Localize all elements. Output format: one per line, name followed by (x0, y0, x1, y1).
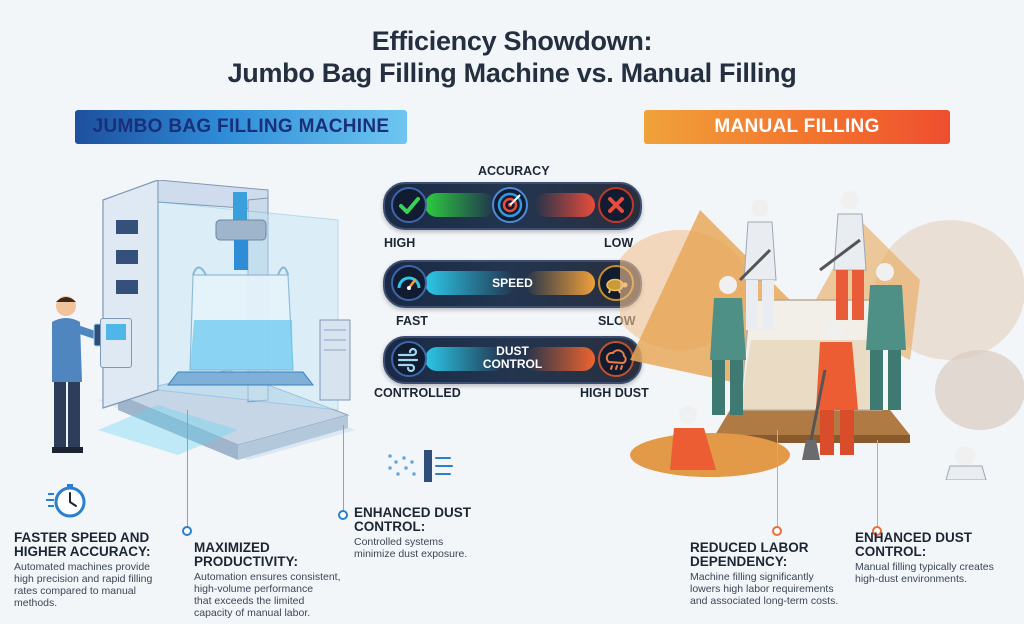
caption-faster-speed: FASTER SPEED AND HIGHER ACCURACY: Automa… (14, 530, 184, 610)
check-icon (391, 187, 427, 223)
caption-productivity-body-2: that exceeds the limited (194, 595, 305, 607)
caption-faster-body-2: rates compared to manual (14, 585, 136, 597)
dust-control-label-line2: CONTROL (482, 357, 543, 371)
accuracy-label: ACCURACY (478, 164, 550, 178)
caption-dust-left-head1: ENHANCED DUST (354, 505, 472, 520)
caption-dust-left-body-0: Controlled systems (354, 536, 444, 548)
machine-banner: JUMBO BAG FILLING MACHINE (75, 110, 407, 144)
caption-productivity-head1: MAXIMIZED (194, 540, 270, 555)
target-icon (492, 187, 528, 223)
page-title-line2: Jumbo Bag Filling Machine vs. Manual Fil… (227, 58, 797, 88)
caption-productivity-body-0: Automation ensures consistent, (194, 571, 341, 583)
caption-faster-head1: FASTER SPEED AND (14, 530, 150, 545)
control-panel (100, 318, 132, 368)
labor-marker (772, 526, 782, 536)
caption-labor-body-2: and associated long-term costs. (690, 595, 839, 607)
productivity-marker (182, 526, 192, 536)
manual-banner-label: MANUAL FILLING (714, 116, 880, 137)
caption-labor-body-0: Machine filling significantly (690, 571, 814, 583)
dust-right-marker (872, 526, 882, 536)
dust-filter-icon (388, 450, 453, 482)
dust-control-label: DUST CONTROL (385, 345, 640, 371)
manual-banner: MANUAL FILLING (644, 110, 950, 144)
caption-dust-right-body-1: high-dust environments. (855, 573, 968, 585)
dust-left-marker (338, 510, 348, 520)
accuracy-bar (383, 182, 642, 230)
machine-operator-figure (52, 296, 113, 453)
speedometer-icon (391, 265, 427, 301)
caption-labor-body-1: lowers high labor requirements (690, 583, 834, 595)
speed-bar: SPEED (383, 260, 642, 308)
caption-dust-right: ENHANCED DUST CONTROL: Manual filling ty… (855, 530, 1020, 586)
caption-faster-body-3: methods. (14, 597, 58, 609)
caption-dust-left: ENHANCED DUST CONTROL: Controlled system… (354, 505, 514, 561)
caption-faster-body-1: high precision and rapid filling (14, 573, 153, 585)
caption-productivity: MAXIMIZED PRODUCTIVITY: Automation ensur… (194, 540, 374, 620)
accuracy-right-value: LOW (604, 236, 634, 250)
dust-control-label-line1: DUST (496, 344, 529, 358)
speed-left-value: FAST (396, 314, 428, 328)
stopwatch-icon (46, 484, 86, 518)
filling-machine-illustration (98, 180, 356, 460)
caption-dust-right-head1: ENHANCED DUST (855, 530, 973, 545)
caption-productivity-body-1: high-volume performance (194, 583, 314, 595)
dust-right-value: HIGH DUST (580, 386, 649, 400)
caption-faster-head2: HIGHER ACCURACY: (14, 544, 151, 559)
caption-dust-left-body-1: minimize dust exposure. (354, 548, 468, 560)
speed-label: SPEED (492, 276, 533, 290)
accuracy-left-value: HIGH (384, 236, 416, 250)
caption-labor-head1: REDUCED LABOR (690, 540, 809, 555)
caption-dust-right-body-0: Manual filling typically creates (855, 561, 994, 573)
caption-dust-left-head2: CONTROL: (354, 519, 426, 534)
wind-icon (391, 341, 427, 377)
page-title-line1: Efficiency Showdown: (371, 26, 653, 56)
dust-control-bar: DUST CONTROL (383, 336, 642, 384)
caption-dust-right-head2: CONTROL: (855, 544, 927, 559)
caption-labor-head2: DEPENDENCY: (690, 554, 788, 569)
caption-productivity-head2: PRODUCTIVITY: (194, 554, 298, 569)
machine-banner-label: JUMBO BAG FILLING MACHINE (92, 116, 390, 137)
dust-left-value: CONTROLLED (374, 386, 461, 400)
dust-cloud-icon (598, 341, 634, 377)
caption-labor: REDUCED LABOR DEPENDENCY: Machine fillin… (690, 540, 865, 608)
caption-faster-body-0: Automated machines provide (14, 561, 150, 573)
caption-productivity-body-3: capacity of manual labor. (194, 607, 311, 619)
x-icon (598, 187, 634, 223)
manual-filling-illustration (620, 191, 1024, 480)
